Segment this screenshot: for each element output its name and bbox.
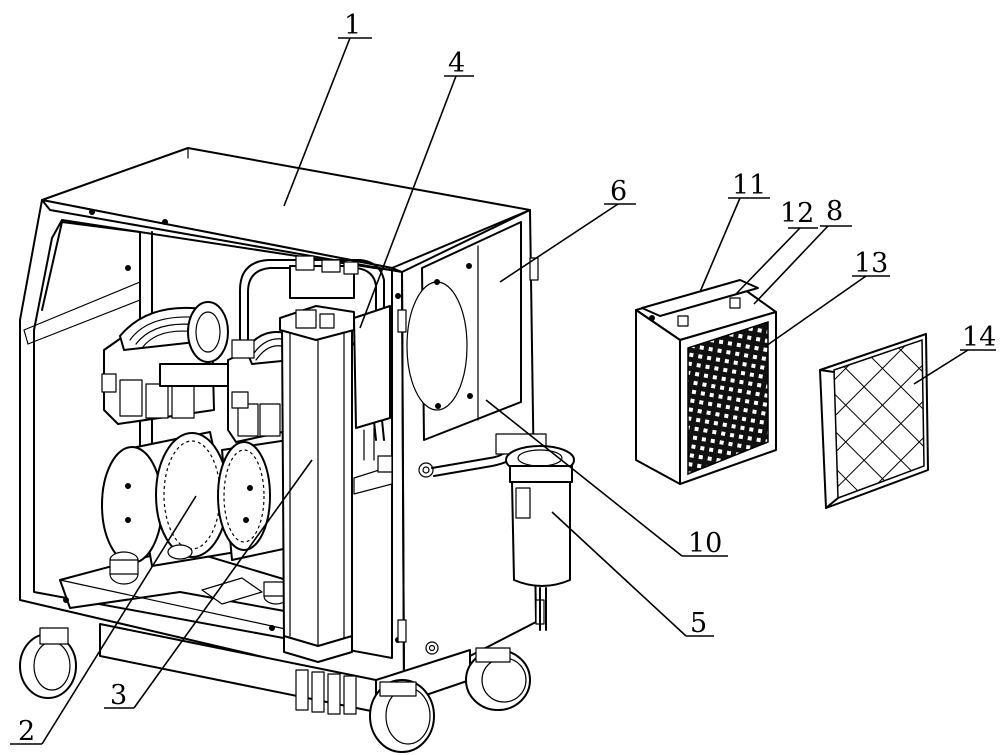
caster-rear-right: [465, 647, 531, 711]
callout-6: 6: [610, 176, 627, 207]
callout-10: 10: [688, 528, 722, 559]
callout-12: 12: [780, 198, 814, 229]
front-frame: [19, 199, 405, 691]
fan-box-side: [635, 309, 681, 485]
fan-grille: [687, 320, 769, 476]
callout-2: 2: [18, 716, 35, 747]
filter-pad: [819, 333, 929, 509]
external-filter: [431, 433, 575, 631]
fan-opening: [406, 281, 468, 411]
callout-1: 1: [344, 10, 361, 41]
callout-3: 3: [110, 680, 127, 711]
leader-lines: [10, 37, 996, 745]
callout-5: 5: [690, 608, 707, 639]
compressor: [101, 301, 293, 605]
motor-end-left: [101, 446, 163, 564]
callout-8: 8: [826, 196, 843, 227]
callout-14: 14: [962, 322, 996, 353]
molecular-sieve-column: [279, 305, 355, 663]
callout-4: 4: [448, 48, 465, 79]
bracket: [641, 279, 759, 317]
callout-labels: 1 2 3 4 5 6 8 10 11 12 13 14: [18, 10, 996, 747]
valve-block: [289, 255, 393, 495]
caster-front-right: [369, 679, 435, 753]
cabinet: [19, 147, 545, 691]
fan-box: [635, 279, 777, 485]
callout-13: 13: [854, 248, 888, 279]
callout-11: 11: [732, 170, 766, 201]
caster-front-left: [19, 627, 77, 699]
